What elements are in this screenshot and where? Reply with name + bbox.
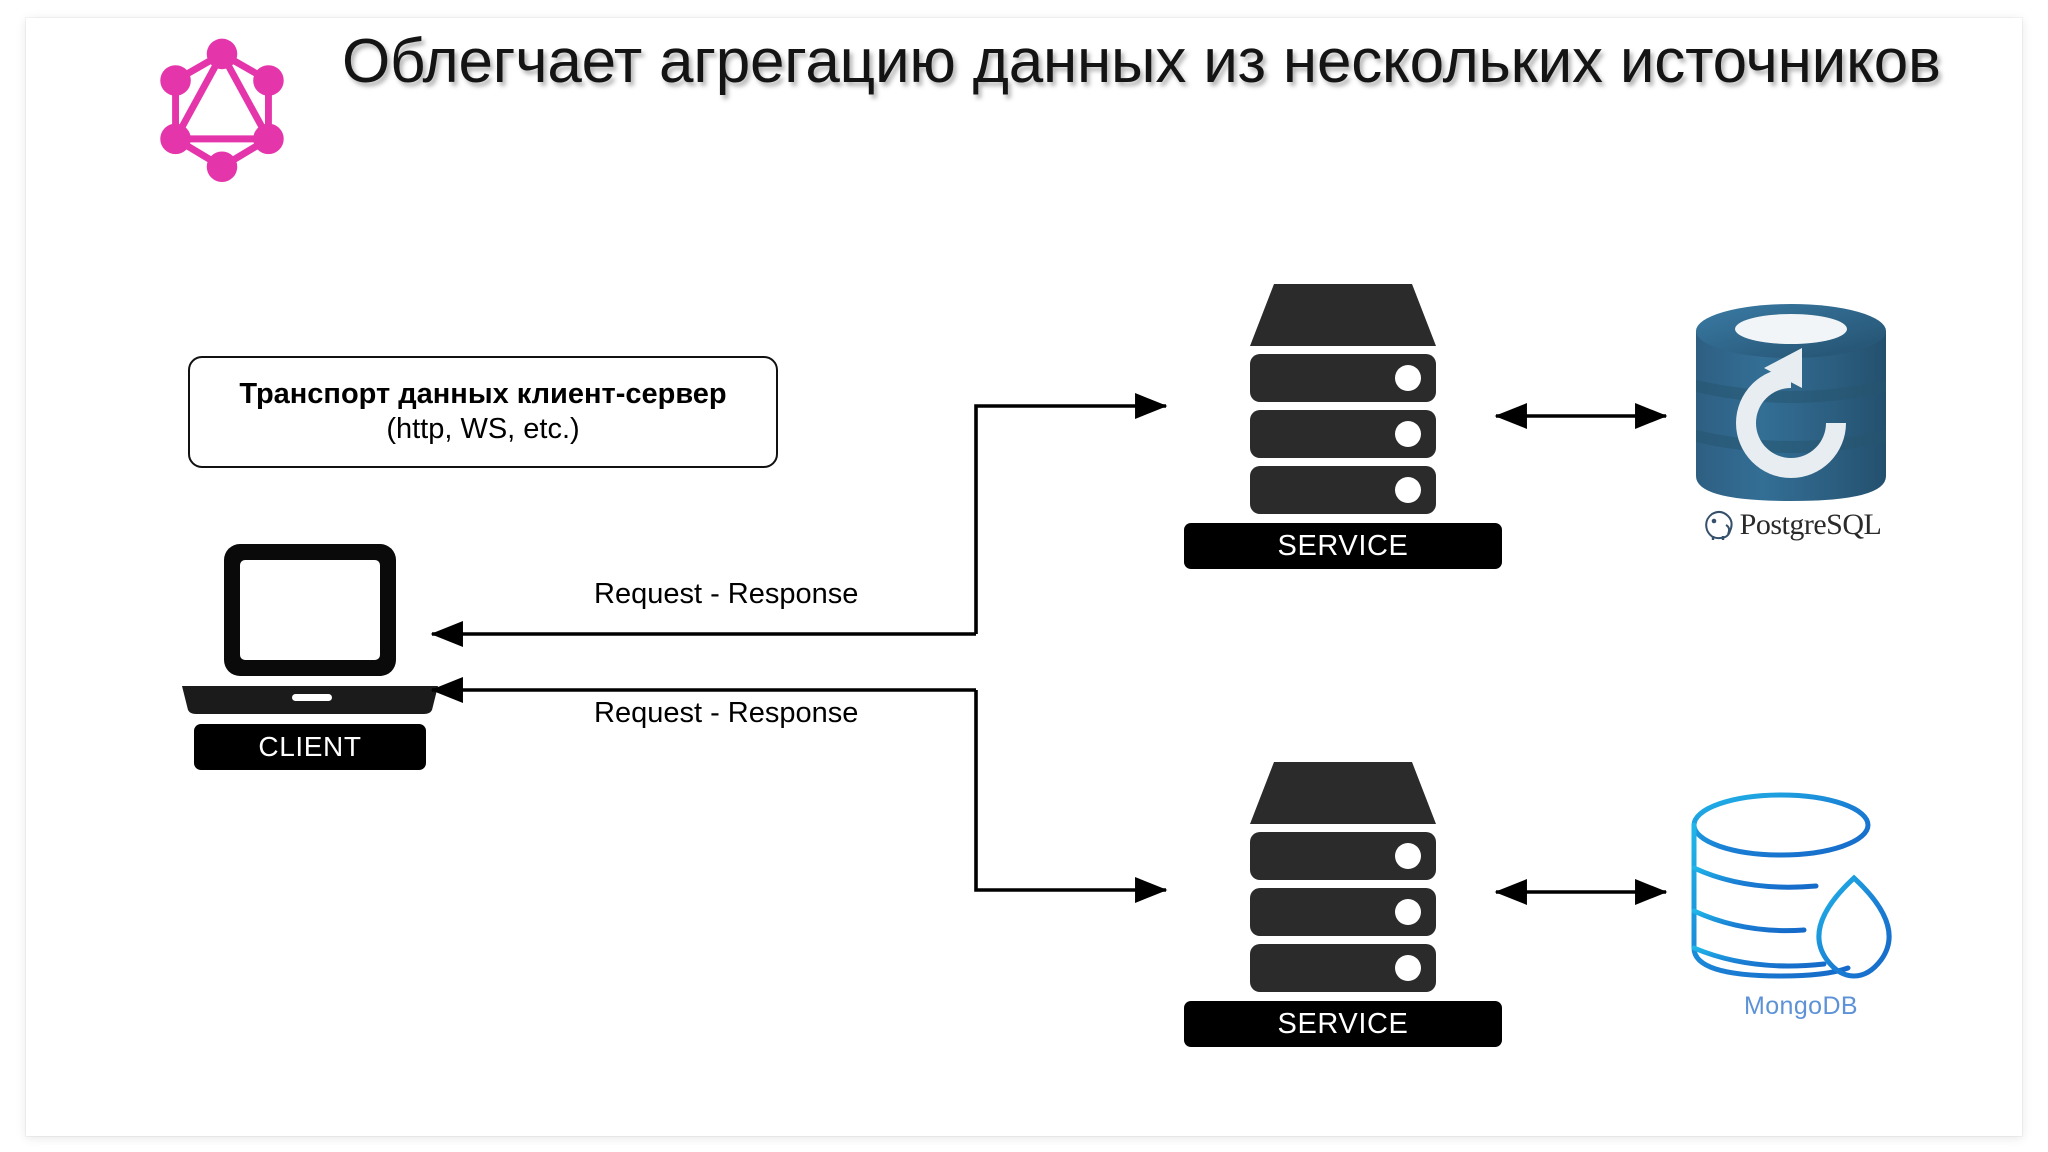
postgresql-database-icon — [1666, 296, 1916, 511]
page-title: Облегчает агрегацию данных из нескольких… — [342, 27, 1941, 96]
mongodb-database-icon — [1676, 780, 1926, 995]
postgresql-caption: PostgreSQL — [1666, 508, 1916, 547]
connector-client-to-service-1 — [974, 393, 1168, 634]
slide-header: Облегчает агрегацию данных из нескольких… — [26, 18, 2022, 233]
mongodb-caption: MongoDB — [1676, 992, 1926, 1021]
transport-box: Транспорт данных клиент-сервер (http, WS… — [188, 356, 778, 468]
database-node-mongodb: MongoDB — [1676, 780, 1926, 1050]
slide-canvas: Облегчает агрегацию данных из нескольких… — [26, 18, 2022, 1136]
service-node-2: SERVICE — [1184, 758, 1502, 1068]
laptop-icon — [174, 538, 444, 720]
database-node-postgresql: PostgreSQL — [1666, 296, 1916, 566]
connector-client-to-service-2 — [974, 690, 1168, 903]
mongodb-label: MongoDB — [1744, 992, 1858, 1020]
postgresql-elephant-icon — [1704, 510, 1733, 540]
client-node: CLIENT — [174, 538, 444, 788]
graphql-logo-icon — [154, 38, 290, 184]
service-label-2: SERVICE — [1184, 1001, 1502, 1047]
architecture-diagram: Транспорт данных клиент-сервер (http, WS… — [26, 18, 2022, 1136]
service-node-1: SERVICE — [1184, 280, 1502, 590]
server-rack-icon — [1222, 758, 1464, 996]
transport-box-line2: (http, WS, etc.) — [386, 413, 580, 445]
connector-label-request-response-2: Request - Response — [594, 697, 859, 729]
service-label-1: SERVICE — [1184, 523, 1502, 569]
transport-box-line1: Транспорт данных клиент-сервер — [239, 378, 727, 410]
connector-label-request-response-1: Request - Response — [594, 578, 859, 610]
postgresql-label: PostgreSQL — [1739, 508, 1882, 541]
server-rack-icon — [1222, 280, 1464, 518]
client-label: CLIENT — [194, 724, 426, 770]
